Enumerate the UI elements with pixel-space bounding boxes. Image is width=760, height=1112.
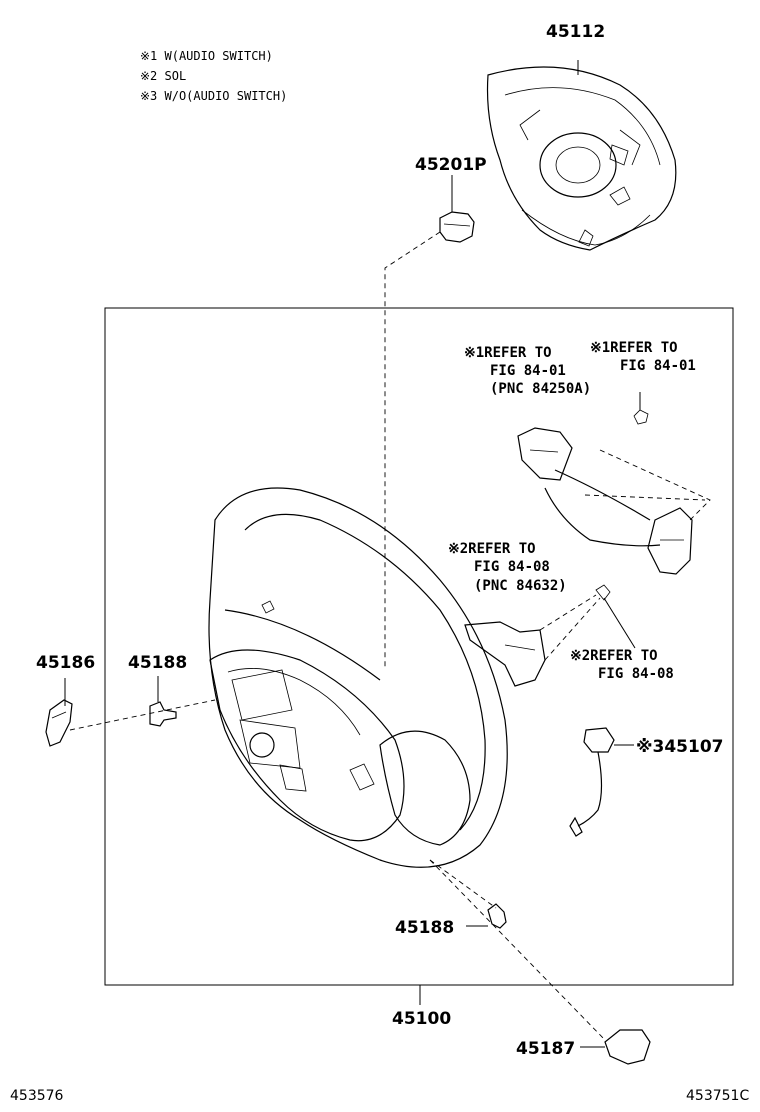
notes-legend: ※1 W(AUDIO SWITCH) ※2 SOL ※3 W/O(AUDIO S… bbox=[140, 49, 287, 103]
screw-bottom-illustration bbox=[487, 903, 507, 929]
wire-illustration bbox=[569, 727, 615, 837]
nut-illustration bbox=[439, 211, 475, 243]
ref-callout-1b: ※1REFER TO FIG 84-01 bbox=[590, 340, 696, 374]
label-screw-left: 45188 bbox=[128, 653, 187, 673]
svg-text:FIG 84-01: FIG 84-01 bbox=[490, 363, 566, 379]
svg-text:(PNC 84250A): (PNC 84250A) bbox=[490, 381, 591, 397]
label-wire: ※345107 bbox=[636, 737, 724, 757]
assembly-frame bbox=[104, 307, 734, 986]
label-pad: 45112 bbox=[546, 22, 605, 42]
svg-text:※2REFER TO: ※2REFER TO bbox=[448, 541, 536, 557]
ref-callout-2a: ※2REFER TO FIG 84-08 (PNC 84632) bbox=[448, 541, 567, 594]
footer-code-right: 453751C bbox=[686, 1088, 749, 1104]
cover-left-illustration bbox=[45, 699, 73, 747]
note-2: ※2 SOL bbox=[140, 69, 186, 83]
ref-callout-2b: ※2REFER TO FIG 84-08 bbox=[570, 648, 674, 682]
svg-text:FIG 84-01: FIG 84-01 bbox=[620, 358, 696, 374]
footer-code-left: 453576 bbox=[10, 1088, 64, 1104]
svg-text:※1REFER TO: ※1REFER TO bbox=[590, 340, 678, 356]
sol-switch-illustration bbox=[464, 584, 611, 687]
steering-pad-illustration bbox=[486, 66, 677, 251]
cover-bottom-illustration bbox=[604, 1029, 651, 1065]
svg-text:※2REFER TO: ※2REFER TO bbox=[570, 648, 658, 664]
svg-text:※1REFER TO: ※1REFER TO bbox=[464, 345, 552, 361]
steering-wheel-illustration bbox=[208, 487, 508, 868]
label-cover-left: 45186 bbox=[36, 653, 95, 673]
ref-callout-1a: ※1REFER TO FIG 84-01 (PNC 84250A) bbox=[464, 345, 591, 397]
svg-text:FIG 84-08: FIG 84-08 bbox=[598, 666, 674, 682]
svg-text:(PNC 84632): (PNC 84632) bbox=[474, 578, 567, 594]
svg-text:FIG 84-08: FIG 84-08 bbox=[474, 559, 550, 575]
note-3: ※3 W/O(AUDIO SWITCH) bbox=[140, 89, 287, 103]
note-1: ※1 W(AUDIO SWITCH) bbox=[140, 49, 273, 63]
screw-left-illustration bbox=[149, 701, 177, 727]
label-nut: 45201P bbox=[415, 155, 487, 175]
audio-switch-illustration bbox=[517, 409, 693, 575]
label-wheel: 45100 bbox=[392, 1009, 451, 1029]
label-cover-bottom: 45187 bbox=[516, 1039, 575, 1059]
label-screw-bottom: 45188 bbox=[395, 918, 454, 938]
